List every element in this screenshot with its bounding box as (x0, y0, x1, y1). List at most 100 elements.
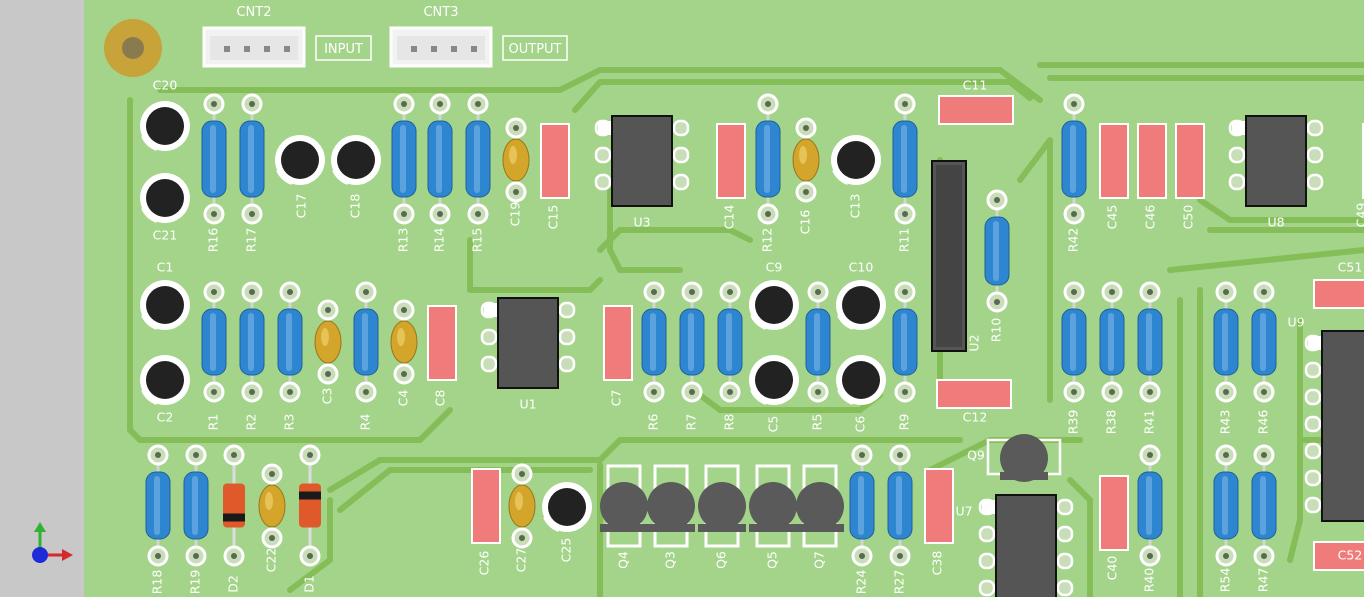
ref-label: R10 (989, 318, 1004, 343)
ref-label: U2 (967, 334, 982, 351)
ref-label: C7 (609, 390, 624, 407)
resistor-r1: R1 (201, 281, 227, 431)
ref-label: U3 (633, 215, 650, 230)
ref-label: C3 (320, 388, 335, 405)
viewer-left-margin (0, 0, 84, 597)
resistor-r16: R16 (201, 93, 227, 253)
ref-label: R24 (854, 570, 869, 595)
transistor-q6: Q6 (698, 464, 746, 569)
electrolytic-cap-c13: C13 (831, 135, 881, 218)
resistor-r11: R11 (892, 93, 918, 252)
connector-ref: CNT2 (236, 5, 271, 20)
smd-cap-c40: C40 (1099, 475, 1129, 580)
ref-label: C27 (514, 548, 529, 573)
ref-label: C49 (1354, 203, 1364, 228)
ref-label: C8 (433, 390, 448, 407)
resistor-r17: R17 (239, 93, 265, 252)
resistor-r39: R39 (1061, 281, 1087, 435)
resistor-r7: R7 (679, 281, 705, 430)
electrolytic-cap-c20: C20 (140, 78, 190, 151)
ref-label: R9 (897, 414, 912, 431)
electrolytic-cap-c18: C18 (331, 135, 381, 218)
smd-cap-c12: C12 (936, 379, 1012, 425)
ref-label: R6 (646, 414, 661, 431)
smd-cap-c49: C49 (1354, 123, 1364, 227)
ref-label: R3 (282, 414, 297, 431)
ceramic-cap-c16: C16 (792, 117, 820, 235)
ref-label: C9 (766, 260, 783, 275)
ic-u9: U9 (1287, 315, 1364, 522)
electrolytic-cap-c5: C5 (749, 355, 799, 432)
resistor-r14: R14 (427, 93, 453, 253)
connector-ref: CNT3 (423, 5, 458, 20)
ic-u7: U7 (955, 494, 1074, 597)
ceramic-cap-c19: C19 (502, 117, 530, 227)
ref-label: C51 (1338, 260, 1363, 275)
ref-label: R46 (1256, 410, 1271, 435)
ceramic-cap-c3: C3 (314, 299, 342, 405)
resistor-r54: R54 (1213, 444, 1239, 592)
ref-label: U7 (955, 504, 972, 519)
ref-label: C52 (1338, 548, 1363, 563)
ref-label: C19 (508, 202, 523, 227)
resistor-r4: R4 (353, 281, 379, 431)
resistor-r27: R27 (887, 444, 913, 594)
electrolytic-cap-c2: C2 (140, 355, 190, 425)
ref-label: U9 (1287, 315, 1304, 330)
electrolytic-cap-c1: C1 (140, 260, 190, 330)
ref-label: C6 (853, 416, 868, 433)
ref-label: R47 (1256, 568, 1271, 593)
resistor-r3: R3 (277, 281, 303, 431)
ceramic-cap-c4: C4 (390, 299, 418, 407)
resistor-r19: R19 (183, 444, 209, 595)
ref-label: C4 (396, 390, 411, 407)
electrolytic-cap-c21: C21 (140, 173, 190, 243)
ref-label: C13 (848, 194, 863, 219)
ref-label: R14 (432, 228, 447, 253)
smd-cap-c7: C7 (603, 305, 633, 406)
resistor-r43: R43 (1213, 281, 1239, 434)
ref-label: R40 (1142, 568, 1157, 593)
resistor-r41: R41 (1137, 281, 1163, 435)
ref-label: Q6 (714, 551, 729, 569)
ref-label: D1 (302, 575, 317, 593)
resistor-r13: R13 (391, 93, 417, 252)
ref-label: C18 (348, 194, 363, 219)
electrolytic-cap-c9: C9 (749, 260, 799, 330)
ref-label: R16 (206, 228, 221, 253)
ref-label: R1 (206, 414, 221, 431)
ref-label: C22 (264, 548, 279, 573)
ref-label: Q9 (967, 448, 985, 463)
ic-u8: U8 (1228, 115, 1324, 230)
mounting-hole (104, 19, 162, 77)
smd-cap-c46: C46 (1137, 123, 1167, 229)
ref-label: R19 (188, 570, 203, 595)
ref-label: C1 (157, 260, 174, 275)
ref-label: U1 (519, 397, 536, 412)
ref-label: C20 (153, 78, 178, 93)
electrolytic-cap-c25: C25 (542, 482, 592, 562)
resistor-r15: R15 (465, 93, 491, 253)
resistor-r2: R2 (239, 281, 265, 430)
transistor-q7: Q7 (796, 464, 844, 569)
ref-label: R15 (470, 228, 485, 253)
electrolytic-cap-c6: C6 (836, 355, 886, 432)
ref-label: R41 (1142, 410, 1157, 435)
ref-label: C10 (849, 260, 874, 275)
ref-label: C38 (930, 551, 945, 576)
ref-label: C46 (1143, 205, 1158, 230)
resistor-r47: R47 (1251, 444, 1277, 593)
resistor-r5: R5 (805, 281, 831, 430)
resistor-r10: R10 (984, 189, 1010, 343)
ref-label: R39 (1066, 410, 1081, 435)
ref-label: D2 (226, 575, 241, 593)
ref-label: R4 (358, 414, 373, 431)
diode-d2: D2 (223, 444, 245, 593)
ref-label: C16 (798, 210, 813, 235)
smd-cap-c52: C52 (1313, 541, 1364, 571)
